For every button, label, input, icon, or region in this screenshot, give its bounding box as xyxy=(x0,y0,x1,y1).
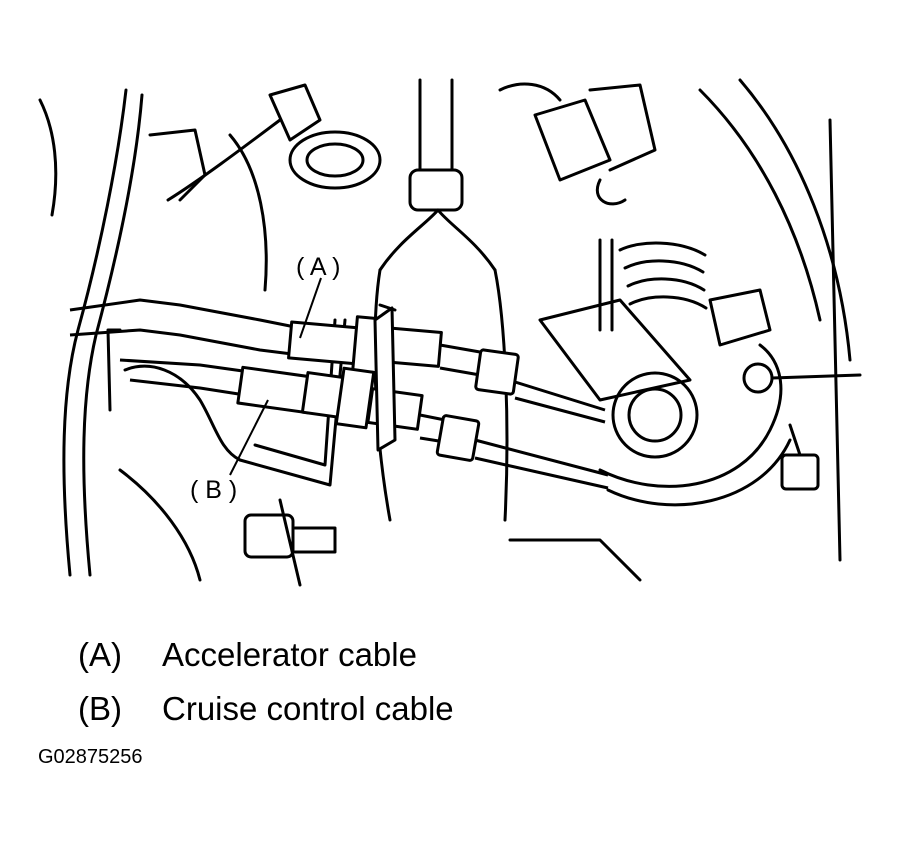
cable-diagram: ( A ) ( B ) xyxy=(38,78,862,587)
legend-label: Accelerator cable xyxy=(162,636,417,673)
legend: (A) Accelerator cable (B) Cruise control… xyxy=(78,628,454,736)
cable-bracket xyxy=(373,306,397,452)
callout-b-leader xyxy=(229,399,269,476)
legend-key: (B) xyxy=(78,690,122,727)
callout-leaders xyxy=(229,277,322,476)
accelerator-cable xyxy=(69,298,606,424)
callout-a-leader xyxy=(299,277,322,339)
legend-label: Cruise control cable xyxy=(162,690,454,727)
legend-item-accelerator: (A) Accelerator cable xyxy=(78,628,454,682)
figure-id: G02875256 xyxy=(38,746,143,768)
callout-b-label: ( B ) xyxy=(190,476,237,504)
legend-key: (A) xyxy=(78,636,122,673)
engine-background xyxy=(38,78,862,587)
cruise-control-cable xyxy=(119,358,609,490)
legend-item-cruise-control: (B) Cruise control cable xyxy=(78,682,454,736)
callout-a-label: ( A ) xyxy=(296,253,340,281)
